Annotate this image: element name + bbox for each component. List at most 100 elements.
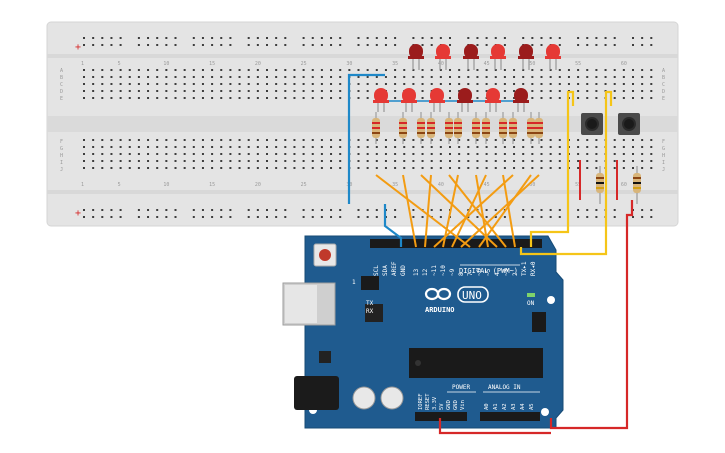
column-number: 1 <box>81 182 84 188</box>
resistor-band <box>372 122 380 124</box>
resistor[interactable] <box>499 112 507 144</box>
resistor-band <box>535 132 543 134</box>
orange-wire[interactable] <box>424 174 432 248</box>
led-rim <box>429 100 445 103</box>
resistor-band <box>472 127 480 129</box>
resistor[interactable] <box>445 112 453 144</box>
led-rim <box>373 100 389 103</box>
led[interactable] <box>435 44 451 70</box>
row-label: A <box>662 68 665 74</box>
orange-wire[interactable] <box>502 174 516 248</box>
led[interactable] <box>545 44 561 70</box>
column-number: 25 <box>301 61 307 67</box>
resistor[interactable] <box>454 112 462 144</box>
led-rim <box>408 56 424 59</box>
resistor[interactable] <box>535 112 543 144</box>
column-number: 55 <box>575 61 581 67</box>
yellow-wire[interactable] <box>529 90 575 247</box>
orange-wire[interactable] <box>478 174 532 248</box>
column-number: 20 <box>255 61 261 67</box>
resistor-band <box>509 122 517 124</box>
red-wire[interactable] <box>438 418 551 435</box>
pin-label: RX◂0 <box>530 261 537 276</box>
led[interactable] <box>373 88 389 112</box>
pulldown-resistor[interactable] <box>633 166 641 204</box>
pin-label: 7 <box>467 272 474 276</box>
led[interactable] <box>463 44 479 70</box>
led[interactable] <box>408 44 424 70</box>
column-number: 15 <box>209 182 215 188</box>
column-number: 60 <box>621 182 627 188</box>
orange-wire[interactable] <box>420 174 498 248</box>
row-label: D <box>60 89 63 95</box>
icsp-header-right <box>532 312 546 332</box>
power-pin-header <box>415 412 467 421</box>
orange-wire[interactable] <box>451 174 487 248</box>
arduino-logo <box>424 286 489 303</box>
pulldown-resistor[interactable] <box>596 166 604 204</box>
resistor-band <box>454 122 462 124</box>
resistor-band <box>427 132 435 134</box>
top-pin-header <box>370 239 542 248</box>
pin-label: GND <box>453 400 459 410</box>
orange-wire[interactable] <box>402 174 417 248</box>
led[interactable] <box>490 44 506 70</box>
pin-label: A5 <box>529 403 535 410</box>
breadboard[interactable]: 1155101015152020252530303535404045455050… <box>46 21 679 227</box>
led[interactable] <box>457 88 473 112</box>
pushbutton[interactable] <box>618 113 640 135</box>
pin-label: Vin <box>460 400 466 410</box>
orange-wire[interactable] <box>442 174 459 248</box>
row-label: B <box>662 75 665 81</box>
led[interactable] <box>485 88 501 112</box>
led[interactable] <box>401 88 417 112</box>
orange-wire[interactable] <box>448 174 507 248</box>
led-rim <box>545 56 561 59</box>
yellow-wire[interactable] <box>519 90 613 256</box>
blue-wire[interactable] <box>383 204 403 247</box>
led-rim <box>485 100 501 103</box>
pin-label: SCL <box>373 265 380 276</box>
pushbutton[interactable] <box>581 113 603 135</box>
resistor-band <box>445 127 453 129</box>
pin-label: ~11 <box>431 265 438 276</box>
resistor[interactable] <box>527 112 535 144</box>
capacitor <box>352 386 404 410</box>
resistor[interactable] <box>399 112 407 144</box>
led-body <box>436 44 450 59</box>
pin-label: 3.3V <box>432 396 438 410</box>
led[interactable] <box>429 88 445 112</box>
orange-wire[interactable] <box>433 174 514 248</box>
red-wire[interactable] <box>549 200 634 430</box>
column-number: 35 <box>392 182 398 188</box>
row-label: D <box>662 89 665 95</box>
column-number: 1 <box>81 61 84 67</box>
orange-wire[interactable] <box>460 174 540 248</box>
led[interactable] <box>513 88 529 112</box>
led-body <box>430 88 444 103</box>
column-number: 50 <box>529 182 535 188</box>
blue-wire[interactable] <box>347 73 385 204</box>
resistor[interactable] <box>372 112 380 144</box>
resistor[interactable] <box>482 112 490 144</box>
pin-label: IOREF <box>418 393 424 410</box>
resistor[interactable] <box>417 112 425 144</box>
led[interactable] <box>518 44 534 70</box>
led-body <box>402 88 416 103</box>
on-label: ON <box>527 300 535 307</box>
orange-wire[interactable] <box>475 174 489 248</box>
led-body <box>374 88 388 103</box>
brand-label: ARDUINO <box>425 306 455 314</box>
row-label: E <box>662 96 665 102</box>
leds <box>373 44 561 112</box>
resistor[interactable] <box>427 112 435 144</box>
resistor-band <box>372 132 380 134</box>
pin-label: ~10 <box>440 265 447 276</box>
resistor[interactable] <box>509 112 517 144</box>
mount-hole <box>547 296 555 304</box>
led-rim <box>401 100 417 103</box>
orange-wire[interactable] <box>375 174 471 248</box>
resistor[interactable] <box>472 112 480 144</box>
pin-label: ~3 <box>503 268 510 276</box>
